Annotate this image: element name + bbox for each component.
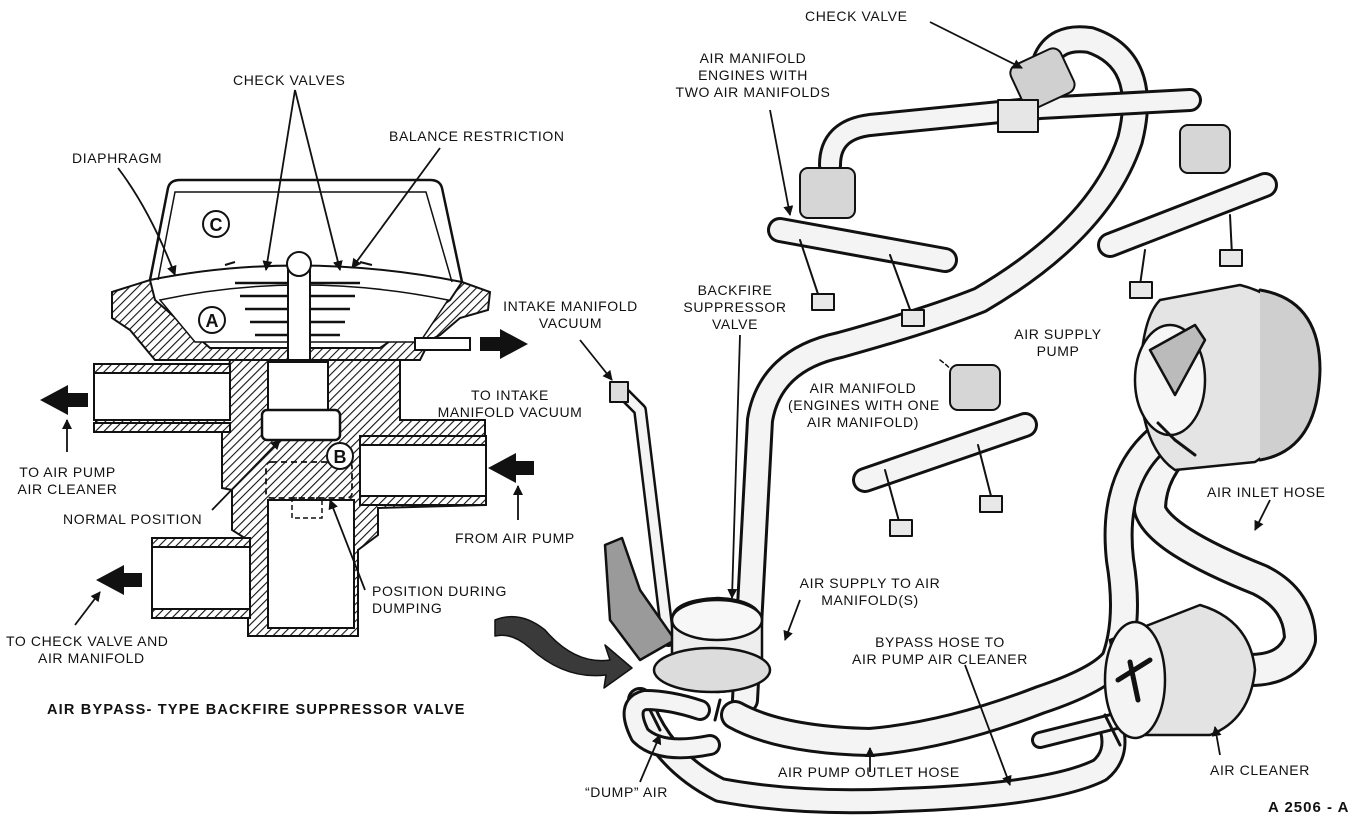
air-supply-hose [731,25,1149,714]
dump-elbow [622,689,721,760]
label-air-manifold-one-line2: (ENGINES WITH ONE [788,397,940,413]
label-intake-manifold-vacuum: INTAKE MANIFOLD VACUUM [498,298,643,332]
figure-id: A 2506 - A [1268,799,1350,816]
circle-label-b: B [326,442,354,470]
flow-arrows [40,329,534,595]
flow-arrow-to-check-valve [96,565,142,595]
label-air-inlet-hose: AIR INLET HOSE [1207,484,1326,500]
flow-arrow-to-air-cleaner [40,385,88,415]
label-air-manifold-two-line1: AIR MANIFOLD [699,50,807,66]
label-air-supply-pump-line2: PUMP [1036,343,1080,359]
system-layout [494,25,1322,815]
label-backfire-line2: SUPPRESSOR [683,299,787,315]
label-air-manifold-one: AIR MANIFOLD (ENGINES WITH ONE AIR MANIF… [788,380,940,431]
circle-label-a-text: A [206,311,219,331]
flow-arrow-to-vacuum [480,329,528,359]
circle-label-c-text: C [210,215,223,235]
label-air-manifold-one-line1: AIR MANIFOLD [809,380,917,396]
label-to-intake-line1: TO INTAKE [470,387,549,403]
label-to-intake-manifold-vacuum: TO INTAKE MANIFOLD VACUUM [420,387,600,421]
label-air-supply-to-air-manifolds: AIR SUPPLY TO AIR MANIFOLD(S) [790,575,950,609]
label-air-pump-outlet-hose: AIR PUMP OUTLET HOSE [778,764,960,780]
dump-air-arrow [494,615,633,689]
backfire-suppressor-valve [603,536,772,694]
vacuum-nipple [414,337,471,351]
label-to-check-valve-line1: TO CHECK VALVE AND [6,633,169,649]
label-intake-manifold-vacuum-line1: INTAKE MANIFOLD [503,298,638,314]
label-air-supply-pump-line1: AIR SUPPLY [1014,326,1102,342]
label-air-manifold-two-line3: TWO AIR MANIFOLDS [675,84,831,100]
label-to-air-pump-line1: TO AIR PUMP [19,464,116,480]
label-bypass-line2: AIR PUMP AIR CLEANER [852,651,1028,667]
leader-lines-left [62,89,523,626]
vacuum-line [609,381,675,647]
label-check-valve: CHECK VALVE [805,8,908,24]
label-backfire-line3: VALVE [711,316,759,332]
pipe-from-air-pump [359,444,487,501]
diaphragm-cover [148,178,464,283]
manifold-bolts [799,214,1243,537]
air-pump-outlet-hose [627,687,1127,815]
air-supply-pump [1133,283,1322,472]
label-air-supply-line2: MANIFOLD(S) [821,592,919,608]
air-cleaner [1103,603,1257,740]
label-air-manifold-two-line2: ENGINES WITH [698,67,808,83]
label-intake-manifold-vacuum-line2: VACUUM [538,315,603,331]
label-balance-restriction: BALANCE RESTRICTION [389,128,565,144]
label-air-supply-pump: AIR SUPPLY PUMP [1008,326,1108,360]
label-from-air-pump: FROM AIR PUMP [455,530,575,546]
valve-cross-section [93,178,492,637]
label-dumping-line2: DUMPING [372,600,443,616]
label-air-cleaner: AIR CLEANER [1210,762,1310,778]
top-check-valve [997,47,1076,133]
label-diaphragm: DIAPHRAGM [72,150,163,166]
air-manifold-two-left [767,88,1278,273]
manifold-check-valves [799,124,1231,411]
label-to-air-pump-air-cleaner: TO AIR PUMP AIR CLEANER [10,464,125,498]
circle-label-b-text: B [334,447,347,467]
label-to-air-pump-line2: AIR CLEANER [17,481,118,497]
label-dump-air: “DUMP” AIR [585,784,668,800]
label-check-valves: CHECK VALVES [233,72,346,88]
hose-clamps [648,421,1197,747]
bypass-hose [720,415,1185,757]
label-air-supply-line1: AIR SUPPLY TO AIR [799,575,941,591]
label-bypass-hose: BYPASS HOSE TO AIR PUMP AIR CLEANER [835,634,1045,668]
label-backfire-line1: BACKFIRE [697,282,773,298]
label-to-check-valve-and-air-manifold: TO CHECK VALVE AND AIR MANIFOLD [6,633,169,667]
label-backfire-suppressor-valve: BACKFIRE SUPPRESSOR VALVE [675,282,795,333]
circle-label-c: C [202,210,230,238]
label-position-during-dumping: POSITION DURING DUMPING [372,583,507,617]
air-inlet-hose [1133,423,1317,687]
label-to-check-valve-line2: AIR MANIFOLD [38,650,145,666]
label-air-manifold-one-line3: AIR MANIFOLD) [806,414,920,430]
pipe-to-check-valve [151,546,251,610]
circle-label-a: A [198,306,226,334]
label-air-manifold-two: AIR MANIFOLD ENGINES WITH TWO AIR MANIFO… [668,50,838,101]
label-to-intake-line2: MANIFOLD VACUUM [437,404,583,420]
label-dumping-line1: POSITION DURING [372,583,508,599]
figure-title: AIR BYPASS- TYPE BACKFIRE SUPPRESSOR VAL… [47,702,466,718]
flow-arrow-from-air-pump [488,453,534,483]
label-bypass-line1: BYPASS HOSE TO [875,634,1005,650]
label-normal-position: NORMAL POSITION [63,511,203,527]
leader-lines-right [579,21,1271,786]
